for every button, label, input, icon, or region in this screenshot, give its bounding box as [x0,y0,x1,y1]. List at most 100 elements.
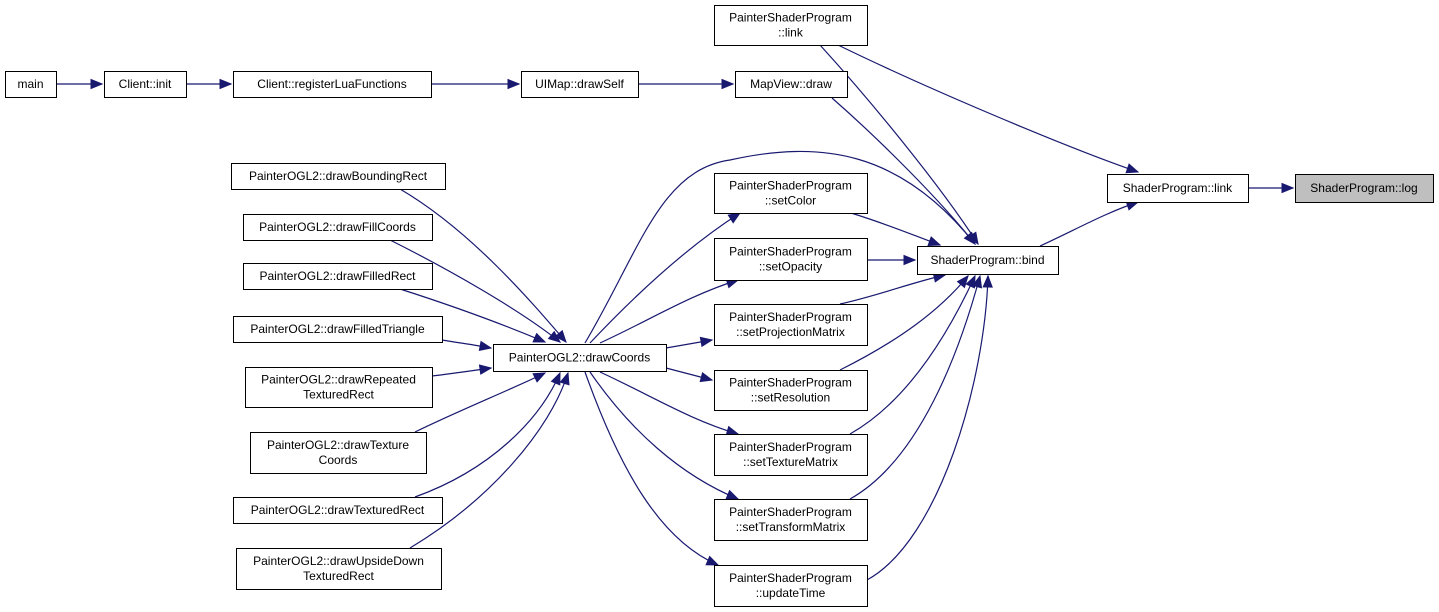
edge-line [399,188,567,343]
edge-draw_repeated-to-drawcoords [431,364,493,377]
node-box[interactable] [231,163,446,190]
node-label: MapView::draw [750,77,832,91]
arrowhead [699,372,714,383]
node-psp-link[interactable]: PainterShaderProgram::link [714,5,868,46]
node-label: TexturedRect [303,388,374,402]
node-draw-fillcoords[interactable]: PainterOGL2::drawFillCoords [243,214,433,241]
node-draw-filledtri[interactable]: PainterOGL2::drawFilledTriangle [233,316,443,343]
node-psp-settexture[interactable]: PainterShaderProgram::setTextureMatrix [714,434,868,476]
node-psp-setopacity[interactable]: PainterShaderProgram::setOpacity [714,238,868,281]
node-label: ::setColor [765,194,816,208]
arrowhead [547,330,562,343]
edge-drawcoords-to-psp_setprojection [665,336,714,349]
edge-psp_link-to-sp_link [837,44,1140,174]
node-box[interactable] [714,370,868,411]
node-box[interactable] [104,71,187,98]
node-label: PainterOGL2::drawCoords [509,351,650,365]
node-sp-log[interactable]: ShaderProgram::log [1295,174,1434,203]
node-psp-settransform[interactable]: PainterShaderProgram::setTransformMatrix [714,499,868,541]
node-mapview-draw[interactable]: MapView::draw [735,71,848,98]
node-box[interactable] [917,246,1059,275]
node-label: PainterOGL2::drawFillCoords [259,220,416,234]
node-draw-filledrect[interactable]: PainterOGL2::drawFilledRect [243,263,433,290]
arrowhead [554,329,567,344]
edge-drawcoords-to-psp_setcolor [589,212,742,344]
node-drawcoords[interactable]: PainterOGL2::drawCoords [493,344,667,372]
node-box[interactable] [233,497,443,524]
node-box[interactable] [735,71,848,98]
edge-drawcoords-to-psp_updatetime [584,371,720,566]
node-label: Client::registerLuaFunctions [257,77,406,91]
node-psp-updatetime[interactable]: PainterShaderProgram::updateTime [714,565,868,607]
node-box[interactable] [714,565,868,607]
arrowhead [725,489,740,500]
node-box[interactable] [1107,174,1249,203]
edge-register_lua-to-uimap_drawself [431,78,521,90]
edge-psp_setcolor-to-sp_bind [850,212,942,247]
node-label: ::setTextureMatrix [743,455,838,469]
node-psp-setresolution[interactable]: PainterShaderProgram::setResolution [714,370,868,411]
node-label: ::setTransformMatrix [736,520,846,534]
node-register-lua[interactable]: Client::registerLuaFunctions [233,71,432,98]
arrowhead [963,231,976,246]
node-sp-link[interactable]: ShaderProgram::link [1107,174,1249,203]
node-box[interactable] [233,71,432,98]
node-label: PainterOGL2::drawTexture [267,438,409,452]
node-label: PainterShaderProgram [729,11,852,25]
node-uimap-drawself[interactable]: UIMap::drawSelf [521,71,639,98]
node-draw-texrect[interactable]: PainterOGL2::drawTexturedRect [233,497,443,524]
node-main[interactable]: main [5,71,57,98]
edge-line [599,279,739,344]
node-box[interactable] [714,304,868,346]
node-box[interactable] [1295,174,1434,203]
edge-drawcoords-to-psp_setresolution [665,367,714,383]
arrowhead [727,212,742,224]
arrowhead [507,78,521,90]
node-box[interactable] [243,214,433,241]
edge-main-to-client_init [56,78,104,90]
edge-line [584,371,719,566]
edge-line [584,150,976,344]
node-box[interactable] [250,432,427,474]
node-psp-setprojection[interactable]: PainterShaderProgram::setProjectionMatri… [714,304,868,346]
node-box[interactable] [714,173,868,214]
node-box[interactable] [714,499,868,541]
node-box[interactable] [236,548,442,590]
node-box[interactable] [245,367,433,408]
arrowhead [550,371,561,386]
edge-draw_texcoords-to-drawcoords [414,372,547,433]
edge-line [599,371,739,435]
node-box[interactable] [521,71,639,98]
node-psp-setcolor[interactable]: PainterShaderProgram::setColor [714,173,868,214]
node-label: UIMap::drawSelf [535,77,624,91]
node-box[interactable] [714,238,868,281]
arrowhead [219,78,233,90]
edge-line [819,44,979,245]
arrowhead [478,364,493,375]
node-box[interactable] [233,316,443,343]
node-draw-bounding[interactable]: PainterOGL2::drawBoundingRect [231,163,446,190]
edge-line [831,97,976,245]
nodes-layer: main Client::init Client::registerLuaFunct… [5,5,1434,607]
arrowhead [90,78,104,90]
arrowhead [1281,182,1295,194]
arrowhead [903,254,917,266]
node-box[interactable] [243,263,433,290]
node-label: ::updateTime [756,586,826,600]
node-label: PainterShaderProgram [729,245,852,259]
node-box[interactable] [5,71,57,98]
edges-layer [56,44,1295,581]
node-box[interactable] [714,434,868,476]
arrowhead [956,274,969,289]
node-box[interactable] [714,5,868,46]
node-box[interactable] [493,344,667,372]
arrowhead [982,274,993,288]
node-label: PainterOGL2::drawFilledRect [259,269,416,283]
arrowhead [559,371,570,386]
edge-line [837,44,1139,173]
node-sp-bind[interactable]: ShaderProgram::bind [917,246,1059,275]
node-client-init[interactable]: Client::init [104,71,187,98]
